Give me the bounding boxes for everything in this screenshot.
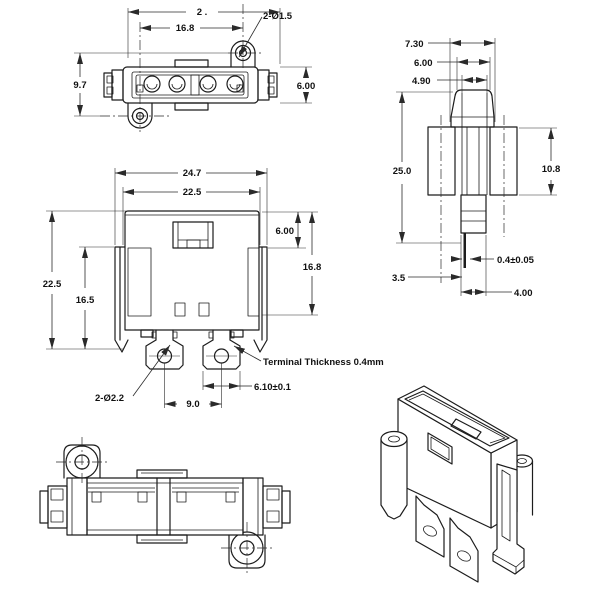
front-boss-body: [380, 438, 408, 520]
side-view-part: [427, 89, 518, 283]
dim-side-slot-width: 4.90: [412, 76, 431, 87]
latch-bar: [492, 463, 525, 575]
terminal-hole: [457, 550, 471, 562]
dim-top-overall-depth: 9.7: [73, 80, 86, 91]
dim-side-overall-height: 25.0: [393, 166, 412, 177]
front-view-dimensions: 24.7 22.5 22.5 16.5 6.00 16.8 2-Ø2.2: [43, 168, 384, 410]
dim-front-wing-height: 16.5: [76, 295, 95, 306]
latch-window: [172, 221, 214, 249]
dim-front-cavity-height: 16.8: [303, 262, 322, 273]
dim-front-hole-callout: 2-Ø2.2: [95, 393, 124, 404]
upper-window: [450, 418, 482, 440]
dim-side-terminal-thickness: 0.4±0.05: [497, 255, 535, 266]
left-wing: [114, 246, 129, 353]
dim-side-cap-outer: 7.30: [405, 39, 424, 50]
terminal-blade-front: [449, 517, 479, 583]
front-boss-top: [380, 430, 408, 448]
dim-side-foot-width: 4.00: [514, 288, 533, 299]
dim-front-overall-width: 24.7: [183, 168, 202, 179]
dim-front-cavity-offset: 6.00: [276, 226, 295, 237]
dim-front-body-width: 22.5: [183, 187, 202, 198]
fuse-clip-circle: [226, 75, 244, 93]
fuse-clip-circle: [168, 75, 186, 93]
dim-top-hole-callout: 2-Ø1.5: [263, 11, 293, 22]
side-view-dimensions: 7.30 6.00 4.90 25.0 10.8 0.4±0.05 3.5: [392, 38, 560, 299]
top-view-dimensions: 2 . 16.8 2-Ø1.5 9.7 6.00: [73, 7, 316, 117]
dim-side-cap-mid: 6.00: [414, 58, 433, 69]
dim-top-body-depth: 6.00: [297, 81, 316, 92]
fuse-clip-circle: [199, 75, 217, 93]
dim-side-boss-height: 10.8: [542, 164, 561, 175]
mount-ear-bottom: [127, 102, 153, 129]
boss-right: [489, 126, 518, 196]
dim-side-pin-offset: 3.5: [392, 273, 406, 284]
terminal-hole: [423, 525, 437, 537]
dim-top-overall-width: 2 .: [197, 7, 208, 18]
fuse-clip-circle: [143, 75, 161, 93]
right-wing: [253, 246, 268, 353]
boss-left: [427, 126, 456, 196]
dim-front-terminal-pitch: 9.0: [186, 399, 199, 410]
terminal-pin: [463, 233, 466, 268]
dim-front-terminal-width: 6.10±0.1: [254, 382, 292, 393]
front-view: 24.7 22.5 22.5 16.5 6.00 16.8 2-Ø2.2: [43, 168, 384, 410]
dim-top-hole-span: 16.8: [176, 23, 195, 34]
dim-front-overall-height: 22.5: [43, 279, 62, 290]
top-view: 2 . 16.8 2-Ø1.5 9.7 6.00: [73, 4, 315, 132]
front-window: [427, 432, 453, 465]
cap-profile: [450, 89, 495, 128]
housing-body: [86, 477, 244, 536]
fuse-cavity: [404, 390, 510, 447]
front-view-part: [114, 210, 268, 370]
side-view: 7.30 6.00 4.90 25.0 10.8 0.4±0.05 3.5: [392, 38, 560, 299]
isometric-view: [380, 385, 534, 583]
terminal-thickness-note: Terminal Thickness 0.4mm: [263, 357, 384, 368]
bottom-view: [39, 437, 291, 574]
